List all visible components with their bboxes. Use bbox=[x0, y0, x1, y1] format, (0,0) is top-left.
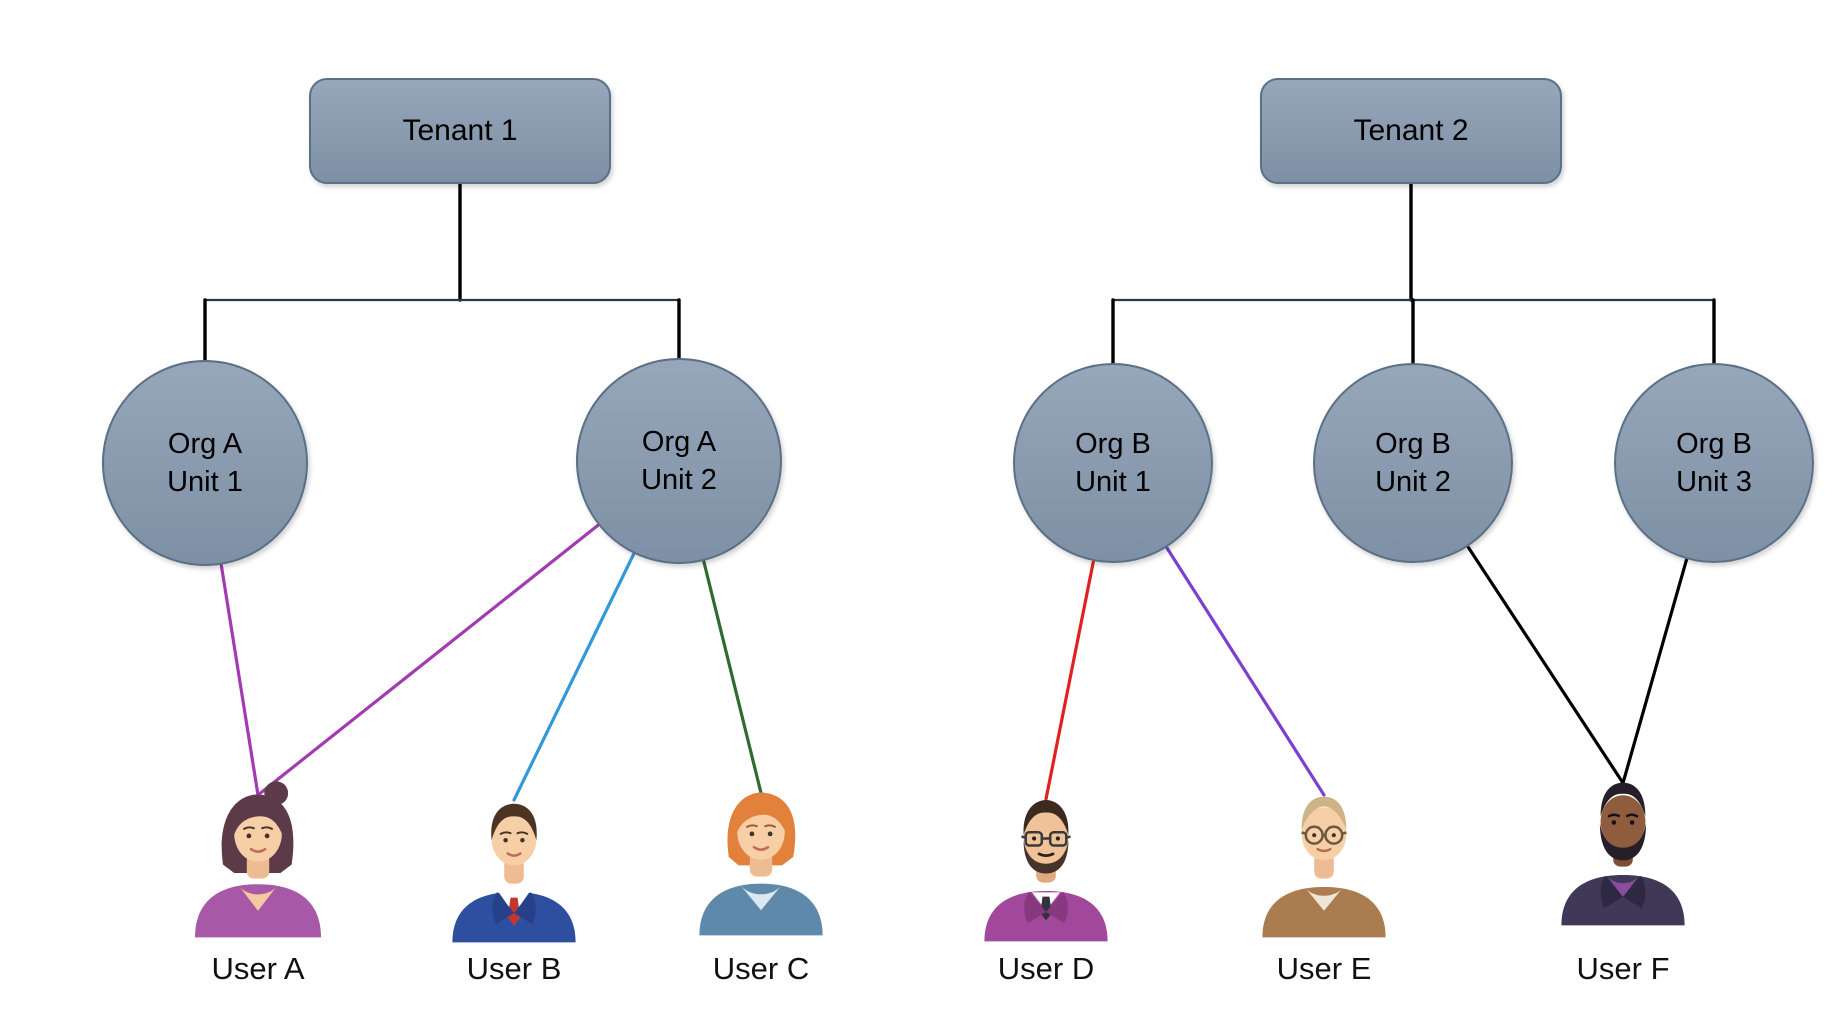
user-d-avatar bbox=[962, 779, 1130, 947]
user-a-label: User A bbox=[211, 951, 305, 986]
tenant-2-label: Tenant 2 bbox=[1353, 114, 1469, 147]
tenant-2-node: Tenant 2 bbox=[1260, 78, 1562, 184]
user-d-label: User D bbox=[997, 951, 1095, 986]
user-f-label: User F bbox=[1576, 951, 1670, 986]
user-e-avatar bbox=[1240, 775, 1408, 943]
user-b-label: User B bbox=[466, 951, 562, 986]
user-b-avatar bbox=[430, 780, 598, 948]
tenant-1-node: Tenant 1 bbox=[309, 78, 611, 184]
org-b-unit-3-label: Org B Unit 3 bbox=[1676, 427, 1752, 498]
org-a-unit-1-node: Org A Unit 1 bbox=[102, 360, 308, 566]
user-f-avatar bbox=[1539, 763, 1707, 931]
tenant-1-label: Tenant 1 bbox=[402, 114, 518, 147]
org-b-unit-1-node: Org B Unit 1 bbox=[1013, 363, 1213, 563]
user-c-label: User C bbox=[712, 951, 810, 986]
org-b-unit-2-label: Org B Unit 2 bbox=[1375, 427, 1451, 498]
user-c-avatar bbox=[677, 773, 845, 941]
user-a-avatar bbox=[174, 775, 342, 943]
org-b-unit-2-node: Org B Unit 2 bbox=[1313, 363, 1513, 563]
org-a-unit-1-label: Org A Unit 1 bbox=[167, 427, 243, 498]
org-a-unit-2-label: Org A Unit 2 bbox=[641, 425, 717, 496]
org-b-unit-1-label: Org B Unit 1 bbox=[1075, 427, 1151, 498]
org-a-unit-2-node: Org A Unit 2 bbox=[576, 358, 782, 564]
org-b-unit-3-node: Org B Unit 3 bbox=[1614, 363, 1814, 563]
user-e-label: User E bbox=[1276, 951, 1372, 986]
